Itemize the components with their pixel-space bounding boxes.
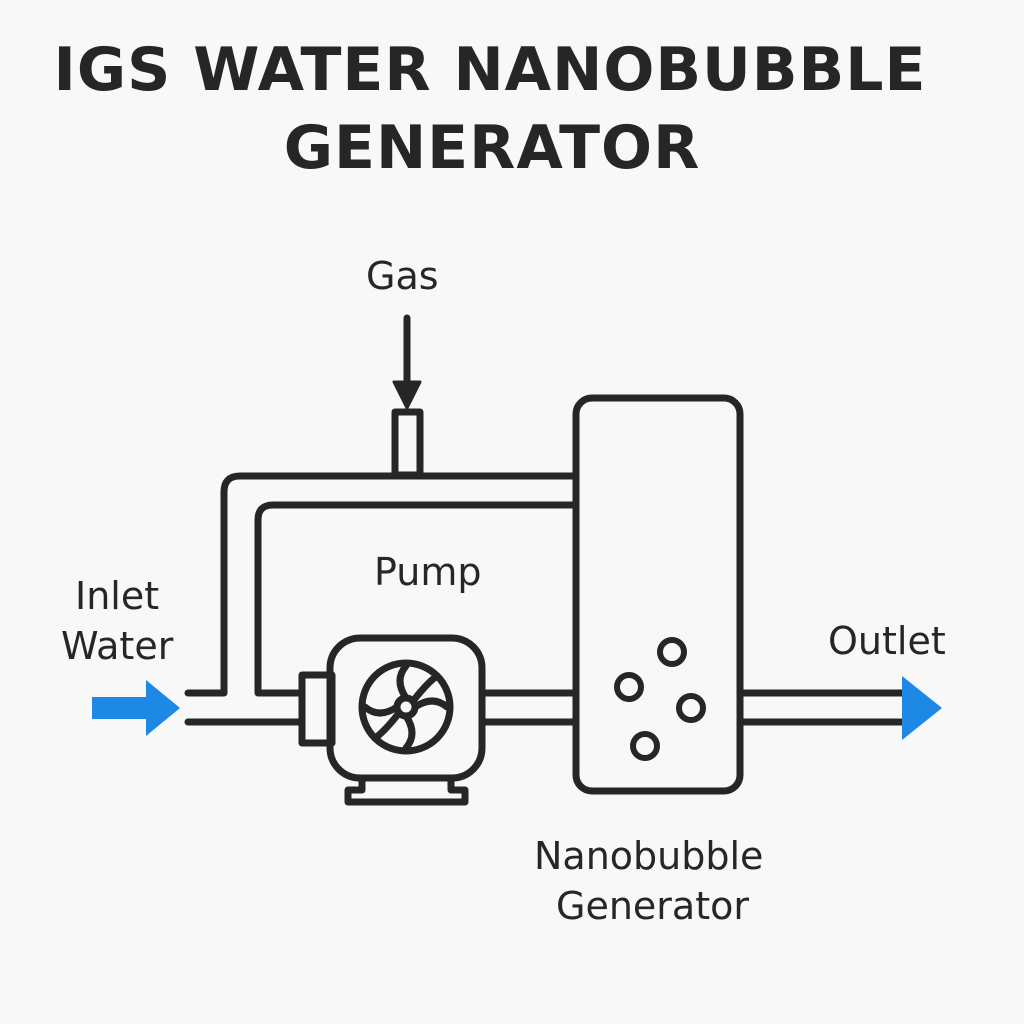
pump-label: Pump (374, 550, 482, 594)
pump-body (326, 634, 486, 782)
generator-label-line-1: Nanobubble (534, 834, 764, 878)
pump-base (344, 774, 469, 806)
recirculation-pipe-inner (254, 501, 580, 697)
bubble (657, 637, 687, 667)
pump-outlet-pipe (478, 689, 580, 726)
generator-label-line-2: Generator (556, 884, 749, 928)
outlet-label: Outlet (828, 619, 946, 663)
diagram-title-line-1: IGS WATER NANOBUBBLE (53, 35, 927, 105)
bubble (630, 731, 660, 761)
recirculation-pipe-outer (184, 472, 580, 697)
outlet-pipe (736, 689, 910, 726)
gas-arrow (392, 314, 422, 410)
inlet-water-label-line-2: Water (61, 624, 174, 668)
pump-impeller-icon (358, 659, 454, 755)
bubbles (614, 637, 706, 761)
gas-inlet-nozzle (391, 408, 424, 479)
outlet-flow-arrow (902, 676, 942, 740)
inlet-flow-arrow (92, 680, 180, 736)
gas-label: Gas (366, 254, 439, 298)
nanobubble-generator-tank (572, 394, 744, 795)
bubble (676, 693, 706, 723)
inlet-water-label-line-1: Inlet (75, 574, 160, 618)
bubble (614, 672, 644, 702)
diagram-title-line-2: GENERATOR (283, 113, 701, 183)
